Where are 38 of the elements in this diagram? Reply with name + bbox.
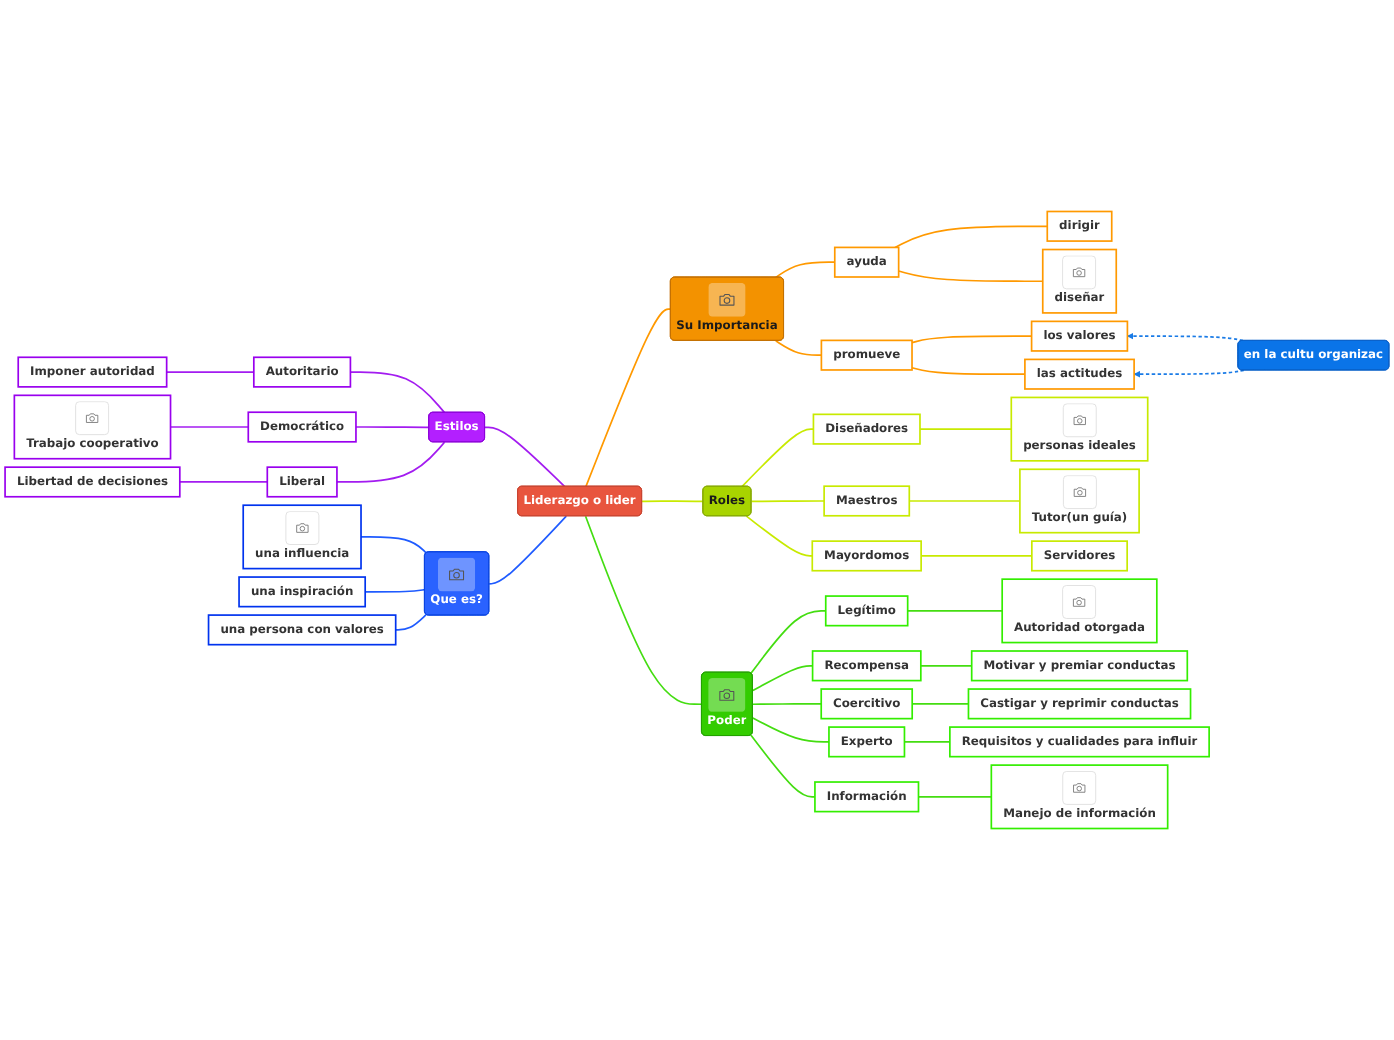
connector [641, 500, 705, 503]
connector [178, 481, 269, 483]
connector [336, 441, 446, 483]
connector [360, 536, 428, 554]
connector [919, 664, 973, 667]
connector [894, 225, 1049, 249]
connector [488, 515, 568, 585]
connector [750, 610, 827, 675]
connector [584, 515, 703, 706]
connector [920, 555, 1033, 557]
connector [750, 500, 825, 503]
connector [917, 795, 993, 798]
connector [919, 428, 1013, 430]
connector [897, 270, 1044, 283]
arrow [1133, 369, 1245, 378]
connector [165, 371, 255, 373]
connector [355, 426, 430, 429]
connector [911, 703, 970, 705]
connector [349, 371, 446, 414]
connector [774, 339, 823, 357]
connector [484, 426, 566, 488]
connector [585, 308, 672, 488]
connector [169, 426, 250, 428]
connector [741, 428, 815, 488]
connector [364, 588, 426, 593]
arrow [1126, 332, 1245, 342]
connector [911, 335, 1033, 344]
connector [908, 500, 1021, 502]
connector [906, 610, 1004, 612]
connector [911, 366, 1026, 376]
connector [752, 664, 814, 692]
connector [903, 741, 951, 743]
connector [752, 703, 823, 706]
connector [745, 515, 814, 557]
connector [750, 734, 816, 798]
connector [394, 613, 428, 631]
connector [774, 261, 836, 279]
connector [752, 717, 830, 743]
